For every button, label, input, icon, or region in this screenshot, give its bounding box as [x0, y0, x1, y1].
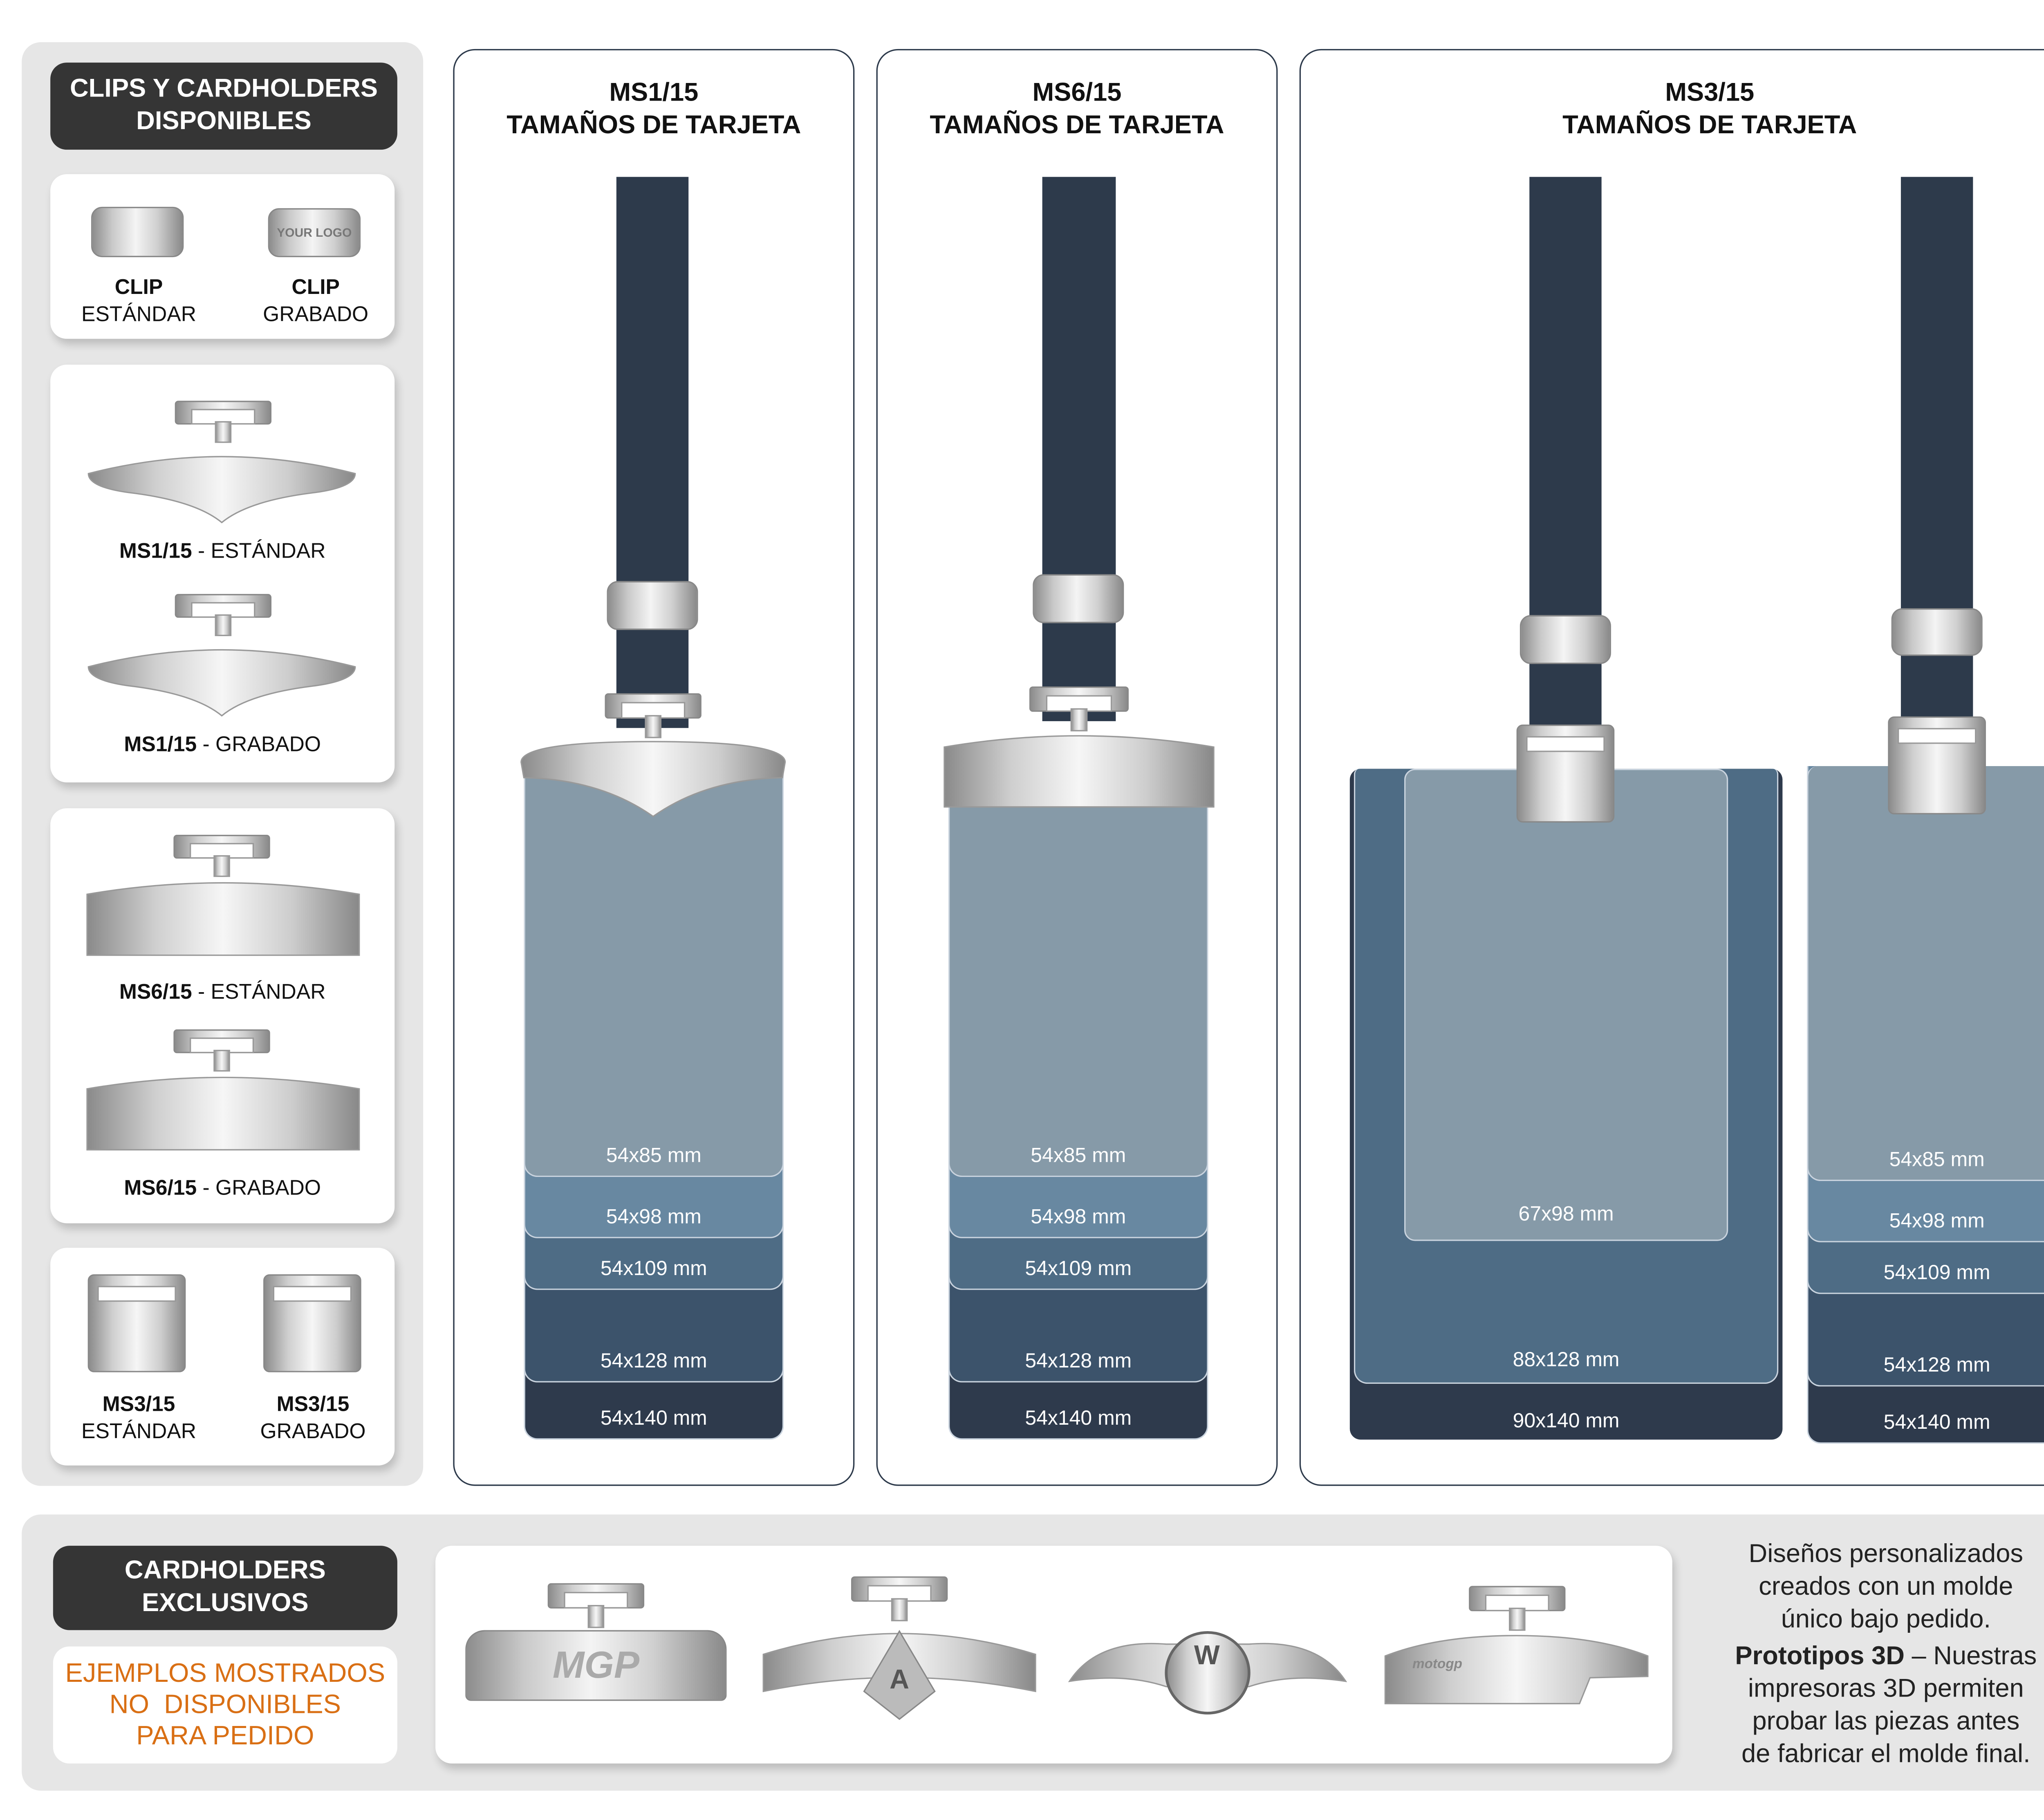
size-label: 54x109 mm [1883, 1261, 1990, 1285]
crest-holder-icon [762, 1622, 1036, 1720]
logo-lettering: YOUR LOGO [277, 226, 352, 240]
size-label: 54x140 mm [1883, 1411, 1990, 1434]
clip-icon [1033, 574, 1124, 623]
lanyard-strap [616, 177, 689, 728]
motogp-logo: motogp [1412, 1657, 1462, 1672]
size-label: 54x128 mm [1025, 1349, 1132, 1373]
size-label: 54x98 mm [1889, 1210, 1985, 1233]
clip-icon [607, 581, 698, 630]
ms3-holder-icon [1888, 716, 1986, 815]
mgp-holder-icon: MGP [465, 1630, 727, 1701]
sidebar-title-line1: CLIPS Y CARDHOLDERS [69, 75, 378, 103]
card-size-layer: 54x85 mm [948, 762, 1208, 1177]
lanyard-strap [1042, 177, 1116, 722]
sidebar-title: CLIPS Y CARDHOLDERS DISPONIBLES [50, 63, 397, 150]
ms6-standard-icon [86, 879, 360, 956]
exclusive-description: Diseños personalizados creados con un mo… [1735, 1540, 2037, 1769]
card-size-67x98: 67x98 mm [1404, 769, 1728, 1241]
ms1-engraved-label: MS1/15 - GRABADO [124, 733, 321, 757]
ms1-standard-label: MS1/15 - ESTÁNDAR [119, 540, 326, 563]
size-label: 54x109 mm [600, 1257, 707, 1281]
size-label: 54x140 mm [600, 1407, 707, 1430]
ms1-engraved-icon [87, 637, 356, 717]
w-holder-icon [1068, 1607, 1347, 1715]
size-label: 54x140 mm [1025, 1407, 1132, 1430]
size-label: 54x128 mm [1883, 1354, 1990, 1377]
bracket-icon [547, 1583, 645, 1628]
card-size-layer: 54x85 mm [1807, 766, 2044, 1181]
ms6-standard-label: MS6/15 - ESTÁNDAR [119, 981, 326, 1004]
clip-standard-icon [91, 206, 184, 258]
ms1-standard-icon [87, 444, 356, 524]
exclusive-examples: MGP A W motogp [435, 1546, 1672, 1764]
bracket-icon [175, 401, 272, 443]
ms6-engraved-icon [86, 1074, 360, 1151]
size-label: 54x98 mm [606, 1206, 702, 1229]
size-label: 54x109 mm [1025, 1257, 1132, 1281]
w-logo: W [1194, 1641, 1220, 1671]
sidebar-panel: CLIPS Y CARDHOLDERS DISPONIBLES YOUR LOG… [22, 42, 424, 1486]
ms3-standard-icon [87, 1274, 186, 1372]
clip-icon [1891, 608, 1983, 656]
ms1-card: MS1/15 - ESTÁNDAR MS1/15 - GRABADO [50, 365, 395, 782]
size-label: 54x98 mm [1031, 1206, 1126, 1229]
bracket-icon [605, 693, 702, 738]
size-label: 67x98 mm [1518, 1203, 1614, 1226]
bracket-icon [173, 835, 270, 877]
ms6-card: MS6/15 - ESTÁNDAR MS6/15 - GRABADO [50, 808, 395, 1224]
size-label: 54x85 mm [1889, 1148, 1985, 1172]
bracket-icon [173, 1029, 270, 1072]
bracket-icon [1469, 1586, 1566, 1631]
motogp-holder-icon [1384, 1635, 1649, 1704]
ms1-holder-icon [520, 739, 786, 818]
ms6-holder-icon [944, 732, 1215, 808]
ms6-engraved-label: MS6/15 - GRABADO [124, 1177, 321, 1200]
size-label: 90x140 mm [1513, 1410, 1620, 1433]
clip-engraved-icon: YOUR LOGO [268, 208, 361, 258]
size-label: 88x128 mm [1513, 1348, 1620, 1372]
crest-logo: A [890, 1665, 910, 1696]
bracket-icon [1029, 686, 1129, 732]
not-available-notice: EJEMPLOS MOSTRADOS NO DISPONIBLES PARA P… [53, 1646, 397, 1764]
bracket-icon [851, 1576, 948, 1621]
clip-icon [1520, 615, 1611, 664]
size-label: 54x128 mm [600, 1349, 707, 1373]
ms3-holder-icon [1516, 724, 1615, 823]
sidebar-title-line2: DISPONIBLES [136, 107, 312, 136]
size-label: 54x85 mm [606, 1144, 702, 1168]
card-size-layer: 54x85 mm [524, 762, 784, 1177]
size-label: 54x85 mm [1031, 1144, 1126, 1168]
bracket-icon [175, 594, 272, 637]
ms3-engraved-icon [263, 1274, 361, 1372]
